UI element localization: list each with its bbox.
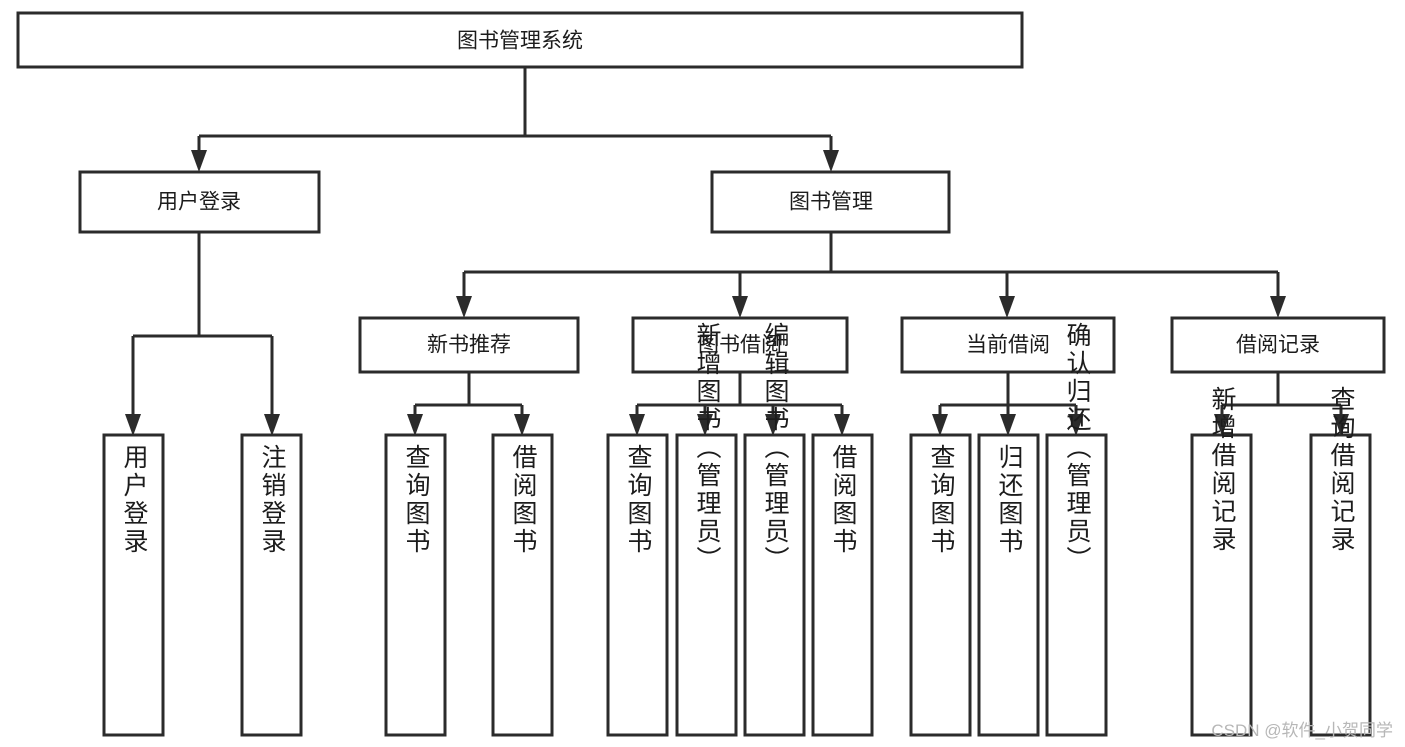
arrow-head-icon	[834, 414, 850, 436]
arrow-head-icon	[407, 414, 423, 436]
leaf-node-query-book-current[interactable]: 查询图书	[909, 433, 972, 737]
arrow-head-icon	[697, 414, 713, 436]
leaf-label: 借阅图书	[829, 444, 858, 556]
node-user-login[interactable]: 用户登录	[78, 170, 321, 234]
leaf-node-query-book-recommend[interactable]: 查询图书	[384, 433, 447, 737]
arrow-head-icon	[765, 414, 781, 436]
connector-book-borrow-to-leaves	[629, 372, 850, 436]
leaf-label: 借阅图书	[509, 444, 538, 556]
arrow-head-icon	[264, 414, 280, 436]
leaf-label: 确认归还（管理员）	[1063, 322, 1092, 574]
leaf-label: 注销登录	[258, 444, 287, 556]
current-borrow-label: 当前借阅	[966, 334, 1050, 357]
arrow-head-icon	[456, 296, 472, 318]
arrow-head-icon	[191, 150, 207, 172]
node-new-book-recommend[interactable]: 新书推荐	[358, 316, 580, 374]
leaf-label: 新增借阅记录	[1208, 386, 1237, 554]
arrow-head-icon	[1333, 414, 1349, 436]
connector-book-management-to-level2	[456, 232, 1286, 318]
leaf-node-add-borrow-record[interactable]: 新增借阅记录	[1190, 386, 1253, 737]
root-box[interactable]	[16, 11, 1024, 69]
arrow-head-icon	[1000, 414, 1016, 436]
leaf-node-user-login[interactable]: 用户登录	[102, 433, 165, 737]
leaf-box[interactable]	[606, 433, 669, 737]
leaf-label: 编辑图书（管理员）	[761, 322, 790, 574]
leaf-label: 查询图书	[927, 444, 956, 556]
leaf-box[interactable]	[1309, 433, 1372, 737]
connector-root-to-level1	[191, 67, 839, 172]
leaf-label: 用户登录	[120, 444, 149, 556]
leaf-node-query-book[interactable]: 查询图书	[606, 433, 669, 737]
leaf-box[interactable]	[240, 433, 303, 737]
book-management-label: 图书管理	[789, 191, 873, 214]
leaf-node-return-book[interactable]: 归还图书	[977, 433, 1040, 737]
root-label: 图书管理系统	[457, 30, 583, 53]
arrow-head-icon	[629, 414, 645, 436]
connector-user-login-to-leaves	[125, 232, 280, 436]
node-borrow-record[interactable]: 借阅记录	[1170, 316, 1386, 374]
leaf-box[interactable]	[491, 433, 554, 737]
leaf-label: 新增图书（管理员）	[693, 322, 722, 574]
connector-new-book-to-leaves	[407, 372, 530, 436]
connector-borrow-record-to-leaves	[1214, 372, 1349, 436]
arrow-head-icon	[1270, 296, 1286, 318]
leaf-box[interactable]	[743, 433, 806, 737]
leaf-node-query-borrow-record[interactable]: 查询借阅记录	[1309, 386, 1372, 737]
leaf-box[interactable]	[977, 433, 1040, 737]
arrow-head-icon	[932, 414, 948, 436]
leaf-label: 查询图书	[624, 444, 653, 556]
leaf-label: 查询图书	[402, 444, 431, 556]
leaf-box[interactable]	[384, 433, 447, 737]
leaf-node-logout[interactable]: 注销登录	[240, 433, 303, 737]
arrow-head-icon	[999, 296, 1015, 318]
new-book-recommend-label: 新书推荐	[427, 334, 511, 357]
user-login-label: 用户登录	[157, 191, 241, 214]
connector-current-borrow-to-leaves	[932, 372, 1084, 436]
current-borrow-box[interactable]	[900, 316, 1116, 374]
leaf-node-borrow-book[interactable]: 借阅图书	[811, 433, 874, 737]
leaf-label: 归还图书	[995, 444, 1024, 556]
node-book-borrow[interactable]: 图书借阅	[631, 316, 849, 374]
borrow-record-label: 借阅记录	[1236, 334, 1320, 357]
leaf-box[interactable]	[811, 433, 874, 737]
leaf-box[interactable]	[1190, 433, 1253, 737]
leaf-box[interactable]	[1045, 433, 1108, 737]
book-borrow-label: 图书借阅	[698, 334, 782, 357]
leaf-node-add-book-admin[interactable]: 新增图书（管理员）	[675, 322, 738, 737]
node-root[interactable]: 图书管理系统	[16, 11, 1024, 69]
leaf-node-confirm-return-admin[interactable]: 确认归还（管理员）	[1045, 322, 1108, 737]
leaf-box[interactable]	[675, 433, 738, 737]
leaf-node-borrow-book-recommend[interactable]: 借阅图书	[491, 433, 554, 737]
arrow-head-icon	[1068, 414, 1084, 436]
node-current-borrow[interactable]: 当前借阅	[900, 316, 1116, 374]
arrow-head-icon	[732, 296, 748, 318]
leaf-box[interactable]	[909, 433, 972, 737]
user-login-box[interactable]	[78, 170, 321, 234]
new-book-recommend-box[interactable]	[358, 316, 580, 374]
arrow-head-icon	[514, 414, 530, 436]
node-book-management[interactable]: 图书管理	[710, 170, 951, 234]
arrow-head-icon	[823, 150, 839, 172]
leaf-box[interactable]	[102, 433, 165, 737]
leaf-node-edit-book-admin[interactable]: 编辑图书（管理员）	[743, 322, 806, 737]
leaf-label: 查询借阅记录	[1327, 386, 1356, 554]
arrow-head-icon	[125, 414, 141, 436]
arrow-head-icon	[1214, 414, 1230, 436]
